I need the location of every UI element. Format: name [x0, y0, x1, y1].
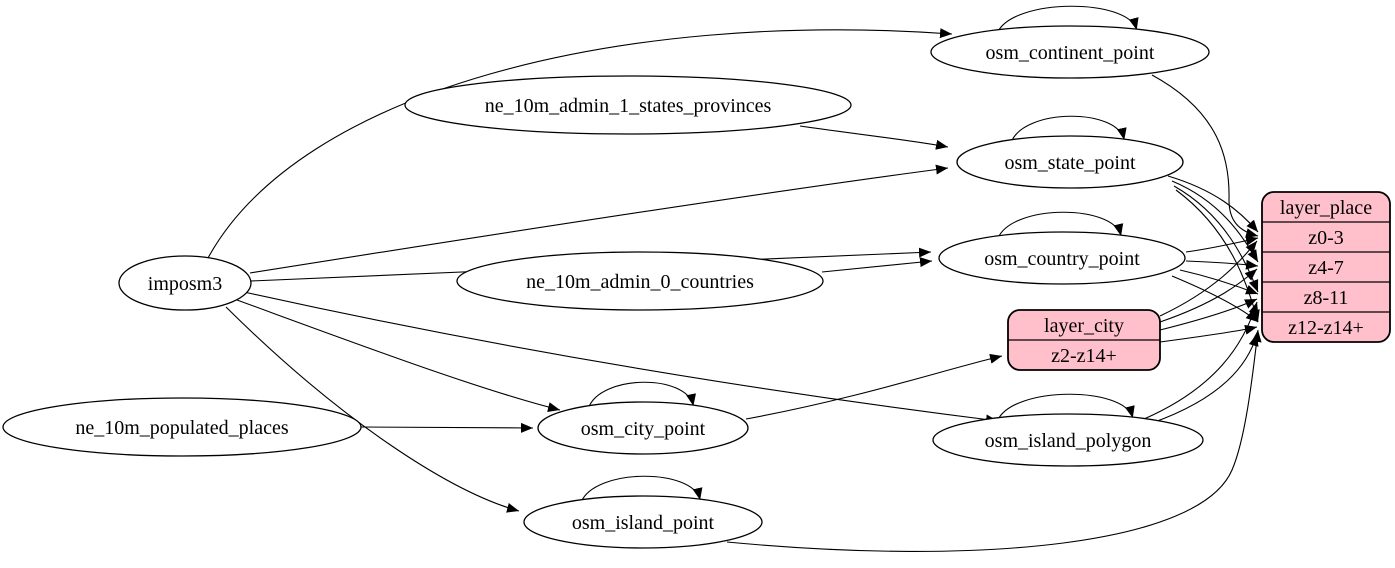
- record-row-label-z8-11: z8-11: [1304, 287, 1349, 309]
- node-layer_city: layer_city z2-z14+: [1007, 309, 1161, 371]
- self-loop-edge-osm_island_polygon: [997, 393, 1135, 421]
- node-imposm3: imposm3: [118, 255, 252, 311]
- node-label: imposm3: [148, 273, 222, 295]
- edge-osm_city_point-to-layer_city-z2-z14+: [745, 353, 1003, 420]
- node-label: ne_10m_populated_places: [75, 417, 288, 439]
- record-row-label-z4-7: z4-7: [1308, 257, 1344, 279]
- edge-layer_city-to-layer_place-z4-7: [1159, 268, 1258, 323]
- edge-osm_island_polygon-to-layer_place-z8-11: [1143, 301, 1259, 420]
- edge-ne_10m_populated_places-to-osm_city_point: [360, 422, 534, 433]
- node-shape: [523, 495, 763, 549]
- edge-layer_city-to-layer_place-z8-11: [1159, 298, 1258, 331]
- edges-layer: [207, 28, 1262, 552]
- edge-osm_state_point-to-layer_place-z0-3: [1167, 175, 1259, 233]
- record-shape: [1261, 191, 1391, 343]
- node-shape: [956, 135, 1184, 189]
- edge-imposm3-to-osm_island_polygon: [243, 291, 999, 425]
- edge-imposm3-to-osm_state_point: [249, 164, 949, 274]
- node-shape: [938, 231, 1186, 285]
- node-shape: [456, 251, 824, 311]
- node-osm_island_point: osm_island_point: [523, 475, 763, 549]
- edge-osm_country_point-to-layer_place-z12-z14+: [1171, 275, 1259, 323]
- node-ne_10m_admin_0_countries: ne_10m_admin_0_countries: [456, 251, 824, 311]
- edge-osm_state_point-to-layer_place-z8-11: [1173, 185, 1259, 293]
- node-label: osm_island_point: [572, 512, 715, 534]
- node-label: osm_island_polygon: [985, 430, 1152, 452]
- node-ne_10m_admin_1_states_provinces: ne_10m_admin_1_states_provinces: [404, 75, 852, 135]
- self-loop-edge-osm_country_point: [997, 211, 1124, 239]
- node-osm_island_polygon: osm_island_polygon: [932, 393, 1204, 467]
- node-label: osm_city_point: [581, 418, 706, 440]
- record-header-label: layer_place: [1280, 197, 1372, 219]
- record-header-label: layer_city: [1044, 315, 1124, 337]
- node-ne_10m_populated_places: ne_10m_populated_places: [2, 397, 362, 457]
- record-row-label-z0-3: z0-3: [1308, 227, 1344, 249]
- node-label: osm_country_point: [984, 248, 1140, 270]
- node-shape: [2, 397, 362, 457]
- node-osm_city_point: osm_city_point: [537, 381, 749, 455]
- self-loop-edge-osm_state_point: [1010, 115, 1127, 143]
- record-row-label-z12-z14+: z12-z14+: [1288, 317, 1364, 339]
- edge-layer_city-to-layer_place-z12-z14+: [1159, 324, 1258, 343]
- edge-osm_continent_point-to-layer_place-z0-3: [1151, 74, 1259, 238]
- edge-imposm3-to-osm_continent_point: [207, 28, 953, 259]
- nodes-layer: imposm3 ne_10m_admin_1_states_provincesne…: [2, 5, 1391, 549]
- edge-ne_10m_admin_0_countries-to-osm_country_point: [821, 257, 933, 273]
- edge-layer_city-to-layer_place-z0-3: [1159, 240, 1258, 317]
- self-loop-edge-osm_continent_point: [997, 5, 1139, 33]
- record-row-label-z2-z14+: z2-z14+: [1051, 345, 1117, 367]
- node-osm_state_point: osm_state_point: [956, 115, 1184, 189]
- node-shape: [537, 401, 749, 455]
- node-shape: [930, 25, 1210, 79]
- edge-osm_island_point-to-layer_place-z12-z14+: [726, 329, 1262, 552]
- edge-imposm3-to-osm_city_point: [236, 299, 561, 412]
- node-shape: [404, 75, 852, 135]
- node-shape: [932, 413, 1204, 467]
- node-osm_country_point: osm_country_point: [938, 211, 1186, 285]
- node-shape: [118, 255, 252, 311]
- edge-osm_country_point-to-layer_place-z8-11: [1179, 269, 1259, 295]
- edge-osm_country_point-to-layer_place-z0-3: [1185, 235, 1259, 253]
- edge-imposm3-to-osm_island_point: [225, 306, 520, 513]
- node-label: ne_10m_admin_1_states_provinces: [485, 95, 772, 117]
- edge-ne_10m_admin_1_states_provinces-to-osm_state_point: [799, 125, 949, 150]
- node-osm_continent_point: osm_continent_point: [930, 5, 1210, 79]
- node-layer_place: layer_place z0-3 z4-7 z8-11 z12-z14+: [1261, 191, 1391, 343]
- self-loop-edge-osm_island_point: [580, 475, 703, 503]
- edge-osm_country_point-to-layer_place-z4-7: [1185, 259, 1259, 270]
- node-label: ne_10m_admin_0_countries: [526, 271, 754, 293]
- node-label: osm_continent_point: [986, 42, 1155, 64]
- node-label: osm_state_point: [1004, 152, 1136, 174]
- edge-osm_island_polygon-to-layer_place-z12-z14+: [1151, 333, 1259, 424]
- self-loop-edge-osm_city_point: [587, 381, 696, 409]
